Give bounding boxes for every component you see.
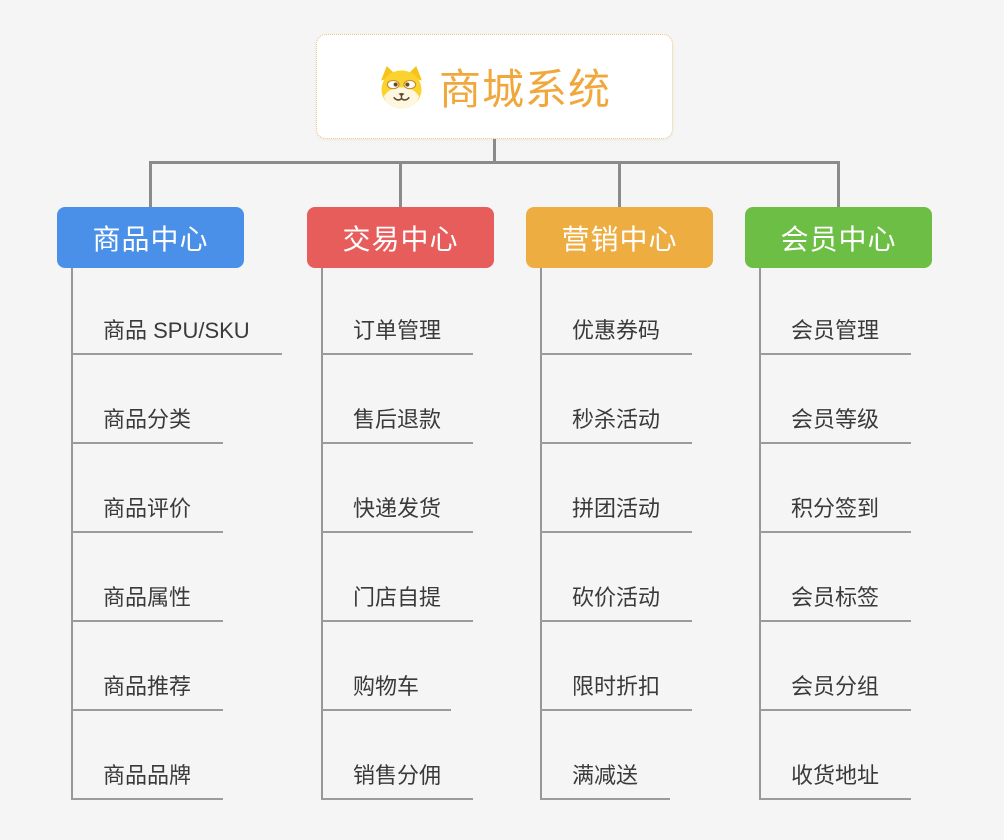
leaf-node[interactable]: 商品评价 xyxy=(71,495,224,533)
leaf-node[interactable]: 商品品牌 xyxy=(71,762,224,800)
leaf-node[interactable]: 商品分类 xyxy=(71,406,224,444)
connector-bus xyxy=(149,161,840,164)
leaf-node[interactable]: 优惠券码 xyxy=(540,317,693,355)
leaf-node[interactable]: 快递发货 xyxy=(321,495,474,533)
connector-drop-trade xyxy=(399,161,402,208)
leaf-node[interactable]: 会员分组 xyxy=(759,673,912,711)
root-node-mall-system[interactable]: 商城系统 xyxy=(316,34,673,139)
leaf-node[interactable]: 收货地址 xyxy=(759,762,912,800)
leaf-node[interactable]: 会员标签 xyxy=(759,584,912,622)
branch-node-marketing-center[interactable]: 营销中心 xyxy=(526,207,713,268)
leaf-node[interactable]: 商品推荐 xyxy=(71,673,224,711)
connector-drop-member xyxy=(837,161,840,208)
connector-drop-marketing xyxy=(618,161,621,208)
leaf-node[interactable]: 会员管理 xyxy=(759,317,912,355)
branch-spine-product xyxy=(71,268,73,800)
connector-drop-product xyxy=(149,161,152,208)
leaf-node[interactable]: 砍价活动 xyxy=(540,584,693,622)
leaf-node[interactable]: 秒杀活动 xyxy=(540,406,693,444)
leaf-node[interactable]: 销售分佣 xyxy=(321,762,474,800)
leaf-node[interactable]: 商品属性 xyxy=(71,584,224,622)
branch-node-product-center[interactable]: 商品中心 xyxy=(57,207,244,268)
dog-face-icon xyxy=(378,65,425,109)
root-title: 商城系统 xyxy=(438,66,611,113)
leaf-node[interactable]: 限时折扣 xyxy=(540,673,693,711)
leaf-node[interactable]: 会员等级 xyxy=(759,406,912,444)
leaf-node[interactable]: 售后退款 xyxy=(321,406,474,444)
branch-spine-marketing xyxy=(540,268,542,800)
leaf-node[interactable]: 满减送 xyxy=(540,762,671,800)
leaf-node[interactable]: 积分签到 xyxy=(759,495,912,533)
leaf-node[interactable]: 商品 SPU/SKU xyxy=(71,317,282,355)
branch-node-trade-center[interactable]: 交易中心 xyxy=(307,207,494,268)
leaf-node[interactable]: 拼团活动 xyxy=(540,495,693,533)
branch-spine-member xyxy=(759,268,761,800)
connector-root-drop xyxy=(493,139,496,163)
branch-node-member-center[interactable]: 会员中心 xyxy=(745,207,932,268)
leaf-node[interactable]: 门店自提 xyxy=(321,584,474,622)
branch-spine-trade xyxy=(321,268,323,800)
leaf-node[interactable]: 购物车 xyxy=(321,673,452,711)
leaf-node[interactable]: 订单管理 xyxy=(321,317,474,355)
